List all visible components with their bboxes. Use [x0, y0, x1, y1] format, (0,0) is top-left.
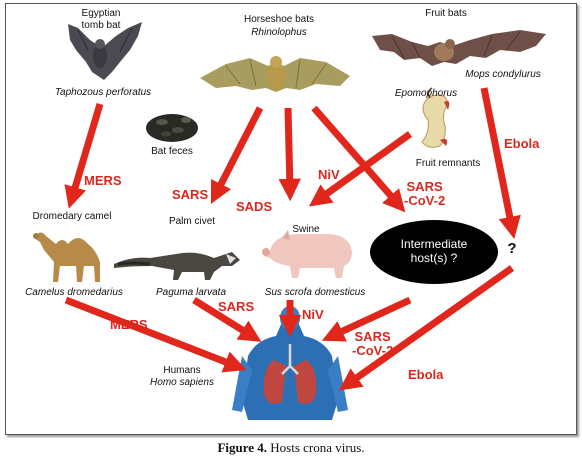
arrow-intermediate-to-humans: [321, 296, 412, 342]
camel-label: Dromedary camel: [32, 211, 112, 222]
caption-text: Hosts crona virus.: [267, 440, 365, 455]
virus-label-niv-humans: NiV: [302, 307, 324, 322]
egyptian-tomb-bat-label: Egyptian tomb bat: [81, 8, 121, 31]
bat-feces-image: [146, 114, 198, 142]
fruit-remnants-image: [421, 87, 450, 148]
fruit-bats-latin-epomophorus: Epomophorus: [394, 88, 458, 99]
intermediate-host-label: Intermediate host(s) ?: [400, 237, 468, 265]
arrow-fruit-bats-to-unknown: [480, 87, 521, 239]
arrow-horseshoe-to-intermediate: [311, 105, 406, 213]
arrow-egyptian-bat-to-camel: [64, 103, 104, 209]
virus-label-sars-cov2-intermediate: SARS -CoV-2: [404, 179, 446, 208]
virus-label-niv-swine: NiV: [318, 167, 340, 182]
intermediate-host-ellipse: [370, 220, 498, 284]
fruit-bats-latin-mops: Mops condylurus: [465, 69, 541, 80]
swine-latin: Sus scrofa domesticus: [264, 287, 366, 298]
horseshoe-bat-image: [200, 56, 350, 92]
palm-civet-image: [114, 252, 240, 280]
virus-label-mers-humans: MERS: [110, 317, 148, 332]
virus-label-sars-cov2-humans: SARS -CoV-2: [352, 329, 394, 358]
arrow-horseshoe-to-civet: [210, 106, 264, 204]
diagram: Egyptian tomb bat Taphozous perforatus H…: [25, 8, 546, 420]
arrow-camel-to-humans: [64, 296, 247, 373]
unknown-host-label: ?: [507, 240, 517, 257]
egyptian-tomb-bat-image: [68, 22, 142, 80]
palm-civet-label: Palm civet: [168, 216, 216, 227]
arrow-horseshoe-to-swine: [278, 107, 301, 202]
palm-civet-latin: Paguma larvata: [155, 287, 227, 298]
virus-label-sars-civet: SARS: [172, 187, 209, 202]
virus-label-ebola-bats: Ebola: [504, 136, 540, 151]
virus-label-mers-camel: MERS: [84, 173, 122, 188]
arrow-civet-to-humans: [192, 297, 262, 342]
human-torso-image: [232, 306, 348, 420]
diagram-canvas: [33, 22, 546, 420]
swine-label: Swine: [292, 224, 320, 235]
arrow-unknown-to-humans: [338, 265, 515, 391]
figure-caption: Figure 4. Hosts crona virus.: [0, 440, 582, 456]
virus-label-sars-humans: SARS: [218, 299, 255, 314]
arrow-fruit-remnants-to-swine: [308, 131, 413, 207]
virus-label-sads: SADS: [236, 199, 273, 214]
fruit-bat-image: [372, 30, 546, 66]
humans-label: Humans: [163, 365, 201, 376]
transmission-arrows: [64, 87, 521, 391]
fruit-bats-label: Fruit bats: [425, 8, 467, 19]
fruit-remnants-label: Fruit remnants: [415, 158, 481, 169]
camel-latin: Camelus dromedarius: [25, 287, 123, 298]
horseshoe-bats-latin: Rhinolophus: [251, 27, 307, 38]
swine-image: [262, 230, 352, 278]
virus-label-ebola-humans: Ebola: [408, 367, 444, 382]
horseshoe-bats-label: Horseshoe bats: [243, 14, 315, 25]
humans-latin: Homo sapiens: [150, 377, 214, 388]
egyptian-tomb-bat-latin: Taphozous perforatus: [54, 87, 152, 98]
camel-image: [33, 232, 100, 282]
bat-feces-label: Bat feces: [151, 146, 193, 157]
caption-prefix: Figure 4.: [217, 440, 268, 455]
